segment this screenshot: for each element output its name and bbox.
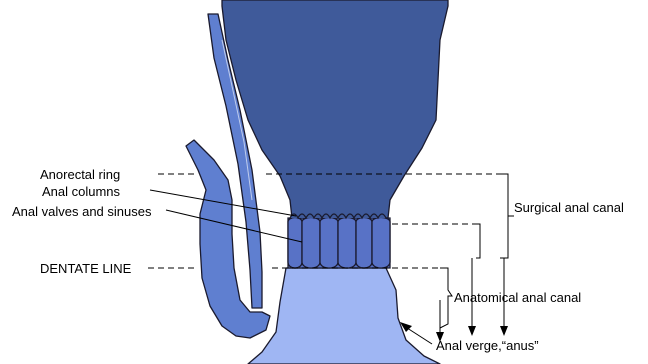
anal-column — [356, 218, 372, 269]
anal-column — [288, 218, 302, 269]
anal-column — [320, 218, 338, 269]
label-anal-verge: Anal verge,“anus” — [436, 338, 539, 353]
rectum — [222, 0, 448, 218]
label-surgical-anal-canal: Surgical anal canal — [514, 200, 624, 215]
label-anorectal-ring: Anorectal ring — [40, 167, 120, 182]
label-anal-valves-sinuses: Anal valves and sinuses — [12, 204, 152, 219]
arrow-surgical-head — [500, 326, 508, 336]
label-anatomical-anal-canal: Anatomical anal canal — [454, 290, 581, 305]
anatomical-canal-bracket — [472, 224, 480, 258]
anatomical-canal-bracket-lower — [440, 268, 452, 328]
arrow-anatomical-upper-head — [468, 326, 476, 336]
anal-column — [338, 218, 356, 269]
anal-column — [372, 218, 390, 269]
label-anal-columns: Anal columns — [42, 184, 121, 199]
anal-canal — [248, 268, 440, 364]
surgical-canal-bracket — [500, 174, 514, 258]
anal-column — [302, 218, 320, 269]
anal-valves-leader — [166, 210, 302, 242]
label-dentate-line: DENTATE LINE — [40, 261, 132, 276]
